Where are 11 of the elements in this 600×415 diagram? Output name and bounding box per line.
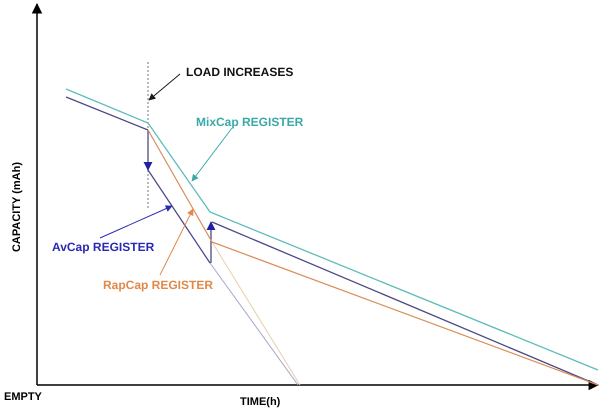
leader-line bbox=[100, 205, 173, 238]
axis-label: EMPTY bbox=[4, 390, 42, 404]
leader-line bbox=[148, 74, 180, 100]
register-label: LOAD INCREASES bbox=[186, 65, 294, 79]
register-label: MixCap REGISTER bbox=[196, 115, 304, 129]
register-label: AvCap REGISTER bbox=[52, 240, 154, 254]
leader-line bbox=[160, 208, 194, 276]
axis-title: TIME(h) bbox=[240, 395, 280, 409]
leader-line bbox=[192, 128, 232, 182]
axis-title: CAPACITY (mAh) bbox=[10, 162, 24, 252]
register-label: RapCap REGISTER bbox=[103, 278, 214, 292]
